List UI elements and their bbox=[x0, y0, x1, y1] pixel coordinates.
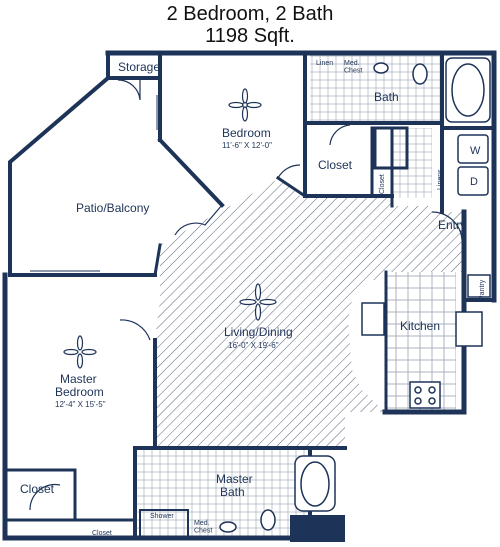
pantry-label: Pantry bbox=[479, 279, 486, 300]
living-floor bbox=[155, 178, 464, 448]
toilet-icon bbox=[412, 63, 428, 85]
living-dining-label: Living/Dining bbox=[224, 325, 293, 339]
bath-label: Bath bbox=[374, 90, 399, 104]
closet-mid-label: Closet bbox=[318, 158, 353, 172]
plan-title: 2 Bedroom, 2 Bath bbox=[166, 3, 334, 25]
bedroom-dimensions: 11'-6" X 12'-0" bbox=[222, 141, 272, 150]
ceiling-fan-icon bbox=[228, 88, 262, 122]
wall-corner-block bbox=[290, 515, 345, 542]
patio-label: Patio/Balcony bbox=[76, 201, 149, 215]
sink-icon bbox=[219, 521, 237, 533]
ceiling-fan-icon bbox=[63, 335, 97, 369]
master-bedroom-label-line1: Master bbox=[60, 372, 97, 386]
sink-icon bbox=[361, 302, 385, 336]
master-closet-label: Closet bbox=[20, 482, 55, 496]
living-dining-dimensions: 16'-0" X 19'-6" bbox=[228, 341, 279, 350]
ceiling-fan-icon bbox=[239, 283, 277, 321]
bedroom-label: Bedroom bbox=[222, 126, 271, 140]
sink-icon bbox=[373, 62, 389, 74]
pantry-shelf bbox=[467, 274, 491, 298]
linen-label: Linen bbox=[316, 60, 333, 67]
closet-vertical-label: Closet bbox=[379, 174, 386, 194]
linens-vertical-label: Linens bbox=[437, 169, 444, 190]
stove-icon bbox=[409, 381, 441, 409]
master-bedroom-label-line2: Bedroom bbox=[55, 385, 104, 399]
window bbox=[30, 95, 158, 276]
small-closet-label: Closet bbox=[92, 530, 112, 537]
master-bath-label-line2: Bath bbox=[220, 485, 245, 499]
door-swing-icon bbox=[29, 79, 463, 511]
shower-label: Shower bbox=[150, 513, 174, 520]
med-chest-bottom-label: Med.Chest bbox=[194, 520, 212, 535]
master-bath-label-line1: Master bbox=[216, 472, 253, 486]
dryer-label: D bbox=[470, 176, 478, 188]
washer-label: W bbox=[470, 145, 481, 157]
washer-icon bbox=[457, 134, 489, 164]
fridge bbox=[455, 311, 483, 347]
master-bedroom-dimensions: 12'-4" X 15'-5" bbox=[55, 400, 106, 409]
storage-label: Storage bbox=[118, 60, 160, 74]
dryer-icon bbox=[457, 166, 489, 196]
walls bbox=[2, 50, 497, 541]
plan-square-footage: 1198 Sqft. bbox=[205, 25, 295, 47]
entry-floor bbox=[392, 128, 432, 198]
entry-label: Entry bbox=[438, 218, 466, 232]
kitchen-label: Kitchen bbox=[400, 319, 440, 333]
toilet-icon bbox=[260, 509, 276, 531]
med-chest-top-label: Med.Chest bbox=[344, 60, 362, 75]
